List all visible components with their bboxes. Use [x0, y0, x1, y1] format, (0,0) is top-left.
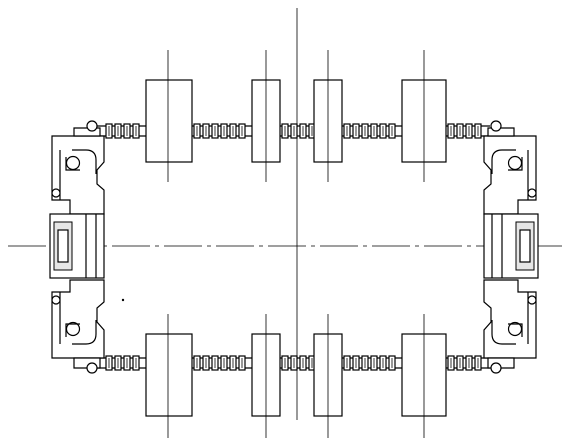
roller-body: [145, 79, 193, 163]
roller: [401, 314, 447, 438]
roller: [251, 50, 281, 182]
top-chain-links: [105, 123, 482, 139]
roller: [313, 50, 343, 182]
roller: [251, 314, 281, 438]
left-mechanism: [49, 120, 105, 374]
clamp-top-right: [483, 120, 537, 215]
reference-dot: [121, 298, 125, 302]
roller: [145, 314, 193, 438]
clamp-bottom-left: [51, 279, 105, 374]
side-block-right: [483, 213, 539, 279]
roller: [145, 50, 193, 182]
bottom-chain-links: [105, 355, 482, 371]
roller: [313, 314, 343, 438]
roller-body: [145, 333, 193, 417]
clamp-top-left: [51, 120, 105, 215]
right-mechanism: [483, 120, 539, 374]
top-chain: [88, 123, 490, 139]
roller: [401, 50, 447, 182]
rollers: [145, 50, 447, 438]
center-lines: [8, 8, 562, 420]
side-block-left: [49, 213, 105, 279]
clamp-bottom-right: [483, 279, 537, 374]
bottom-chain: [88, 355, 490, 371]
